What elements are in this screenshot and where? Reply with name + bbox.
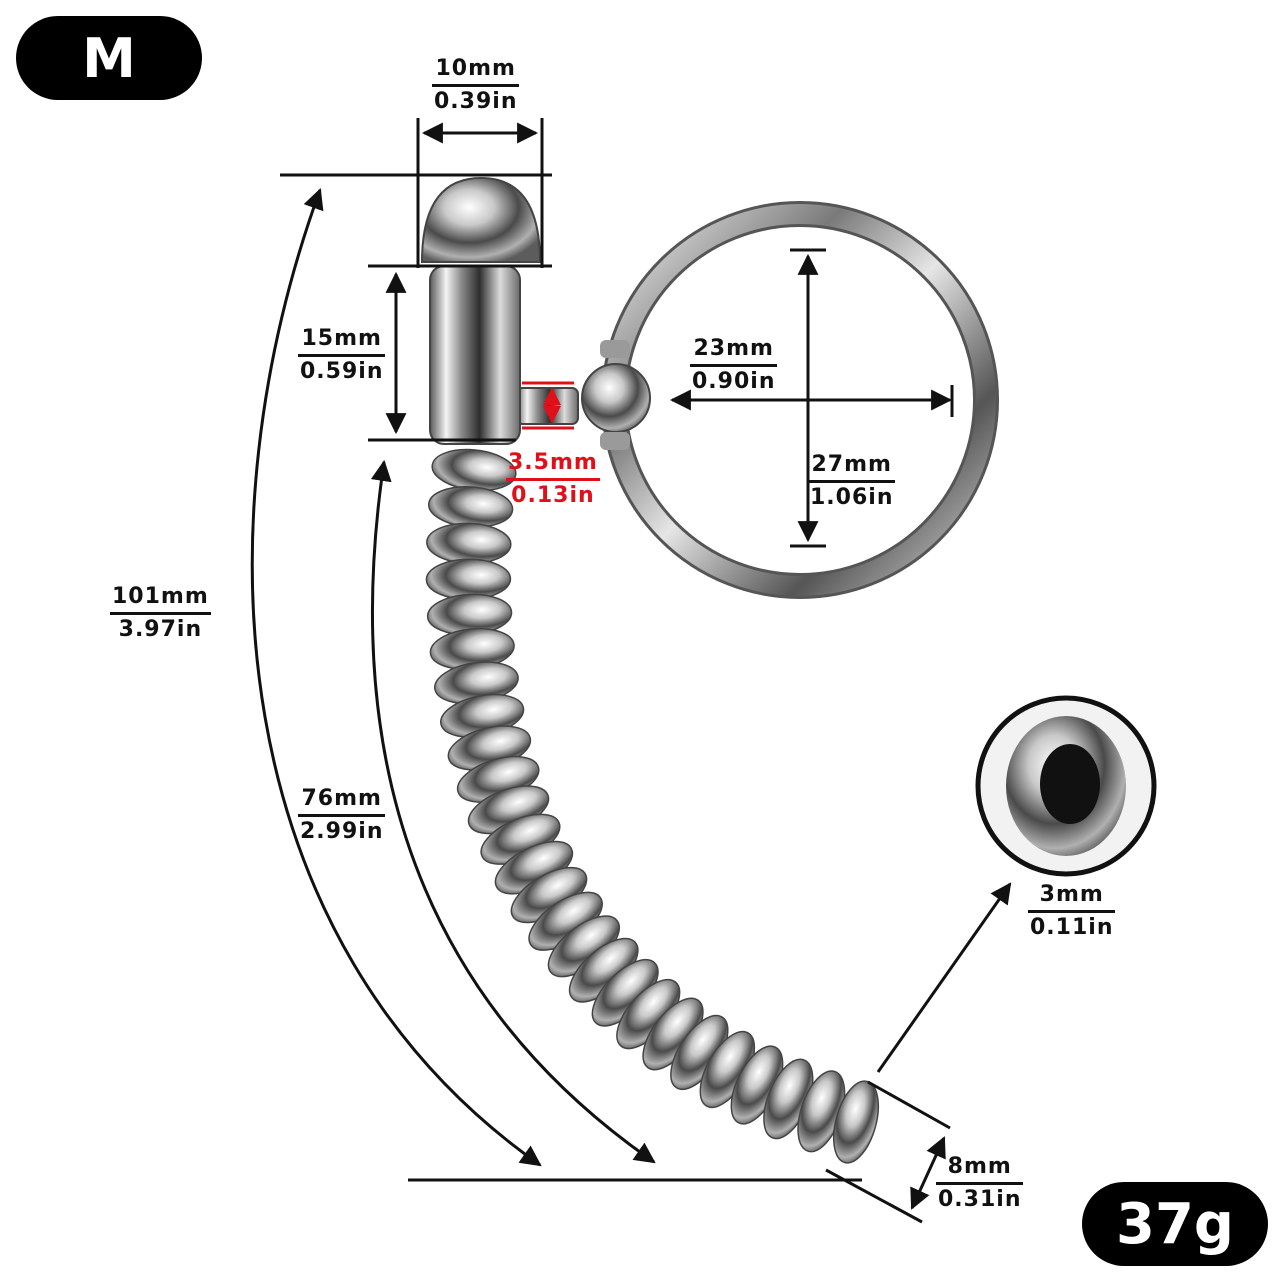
ring-inner-mm: 23mm [693,336,774,361]
total-length-mm: 101mm [112,584,209,609]
ring-inner-label: 23mm 0.90in [690,334,778,397]
tip-diameter-in: 0.31in [936,1182,1024,1215]
weight-badge: 37g [1082,1182,1268,1266]
tip-diameter-label: 8mm 0.31in [936,1152,1024,1215]
beaded-length-arrow [370,459,656,1164]
ball-width-in: 0.39in [432,84,520,117]
connector-pin [515,387,579,425]
head-cylinder [429,265,521,445]
shaft-bead [425,558,512,600]
tip-diameter-arrow [910,1136,946,1210]
connector-height-label: 3.5mm 0.13in [506,448,600,511]
head-length-mm: 15mm [301,326,382,351]
head-ball [420,176,542,263]
ring-outer-label: 27mm 1.06in [808,450,896,513]
connector-height-in: 0.13in [506,478,600,511]
tip-hole-mm: 3mm [1039,882,1104,907]
tip-ext-bottom [825,1168,923,1224]
connector-height-mm: 3.5mm [508,450,598,475]
beaded-length-label: 76mm 2.99in [298,784,386,847]
tip-diameter-mm: 8mm [947,1154,1012,1179]
beaded-shaft [425,448,880,1164]
ring-ball [581,363,651,433]
ring-inner-in: 0.90in [690,364,778,397]
tip-ext-top [867,1080,951,1130]
tip-hole-in: 0.11in [1028,910,1116,943]
shaft-bead [832,1080,880,1164]
head-length-label: 15mm 0.59in [298,324,386,387]
tip-hole-label: 3mm 0.11in [1028,880,1116,943]
closeup-pointer-arrow [876,882,1012,1073]
ring-clasp-bottom [600,432,630,450]
total-length-in: 3.97in [110,612,211,645]
ball-width-mm: 10mm [435,56,516,81]
total-length-label: 101mm 3.97in [110,582,211,645]
ball-width-label: 10mm 0.39in [432,54,520,117]
size-badge: M [16,16,202,100]
beaded-length-mm: 76mm [301,786,382,811]
beaded-length-in: 2.99in [298,814,386,847]
ring-clasp-top [600,340,630,358]
ring-outer-mm: 27mm [811,452,892,477]
shaft-bead [426,522,512,565]
tip-closeup [975,695,1157,877]
head-length-in: 0.59in [298,354,386,387]
ring-outer-in: 1.06in [808,480,896,513]
